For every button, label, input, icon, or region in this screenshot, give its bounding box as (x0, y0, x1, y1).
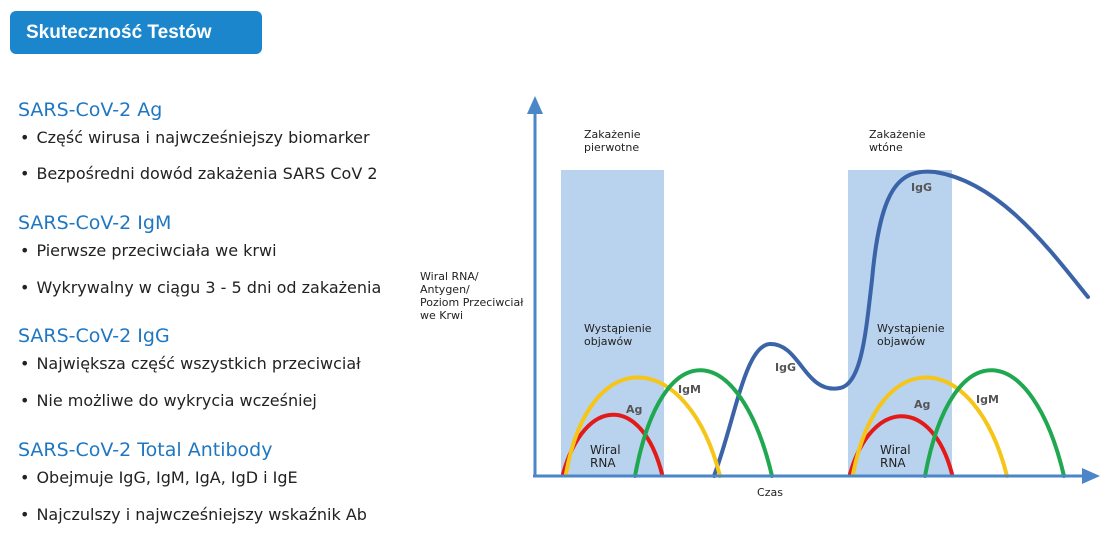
bullet-item: Pierwsze przeciwciała we krwi (20, 241, 276, 260)
bullet-item: Najczulszy i najwcześniejszy wskaźnik Ab (20, 505, 366, 524)
igg-label-primary: IgG (775, 361, 796, 374)
phase2-title: Zakażenie wtóne (869, 128, 929, 154)
y-axis-arrow (527, 96, 543, 114)
y-axis-label: Wiral RNA/ Antygen/ Poziom Przeciwciał w… (420, 270, 527, 322)
section-heading-total-antibody: SARS-CoV-2 Total Antibody (18, 439, 273, 461)
x-axis-arrow (1082, 468, 1100, 484)
bullet-item: Wykrywalny w ciągu 3 - 5 dni od zakażeni… (20, 278, 381, 297)
bullet-item: Największa część wszystkich przeciwciał (20, 354, 360, 373)
ag-label-secondary: Ag (914, 398, 930, 411)
bullet-item: Obejmuje IgG, IgM, IgA, IgD i IgE (20, 468, 297, 487)
ag-curve-secondary (851, 375, 1009, 478)
rna-label-primary: Wiral RNA (590, 443, 624, 470)
igg-label-secondary: IgG (911, 181, 932, 194)
section-heading-igm: SARS-CoV-2 IgM (18, 212, 172, 234)
igm-label-secondary: IgM (976, 393, 999, 406)
igg-curve-primary (712, 169, 1090, 478)
phase2-symptoms-label: Wystąpienie objawów (877, 322, 948, 348)
igm-label-primary: IgM (678, 383, 701, 396)
bullet-item: Bezpośredni dowód zakażenia SARS CoV 2 (20, 164, 377, 183)
x-axis-label: Czas (757, 486, 783, 499)
ag-label-primary: Ag (626, 403, 642, 416)
phase1-title: Zakażenie pierwotne (584, 128, 644, 154)
igm-curve-primary (633, 368, 774, 478)
igm-curve-secondary (923, 368, 1066, 478)
page-title: Skuteczność Testów (10, 11, 262, 54)
section-heading-igg: SARS-CoV-2 IgG (18, 325, 170, 347)
section-heading-ag: SARS-CoV-2 Ag (18, 99, 163, 121)
rna-label-secondary: Wiral RNA (880, 443, 914, 470)
ag-curve-primary (564, 375, 722, 478)
bullet-item: Nie możliwe do wykrycia wcześniej (20, 391, 316, 410)
phase1-symptoms-label: Wystąpienie objawów (584, 322, 655, 348)
bullet-item: Część wirusa i najwcześniejszy biomarker (20, 128, 369, 147)
